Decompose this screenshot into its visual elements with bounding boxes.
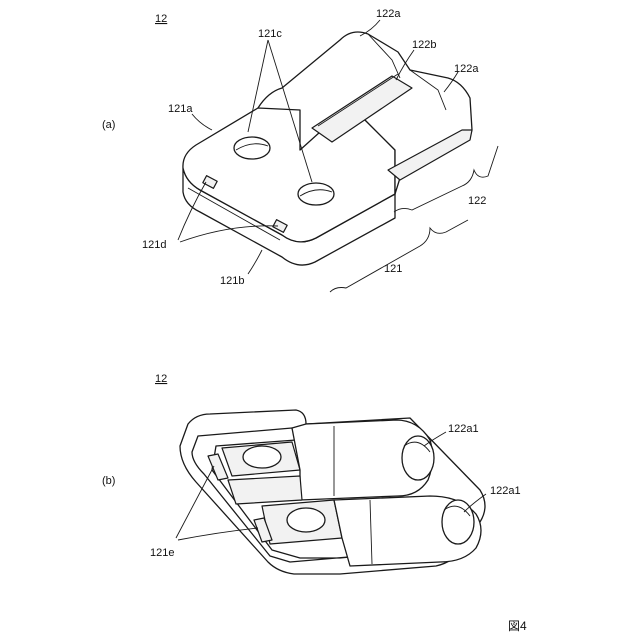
view-a: 12 (a) <box>102 8 498 292</box>
view-a-reference-12: 12 <box>155 13 167 25</box>
label-121c: 121c <box>258 28 282 40</box>
leader-121a <box>192 114 212 130</box>
label-122a-top: 122a <box>376 8 401 20</box>
label-121b: 121b <box>220 275 244 287</box>
label-121e: 121e <box>150 547 174 559</box>
view-b-panel-label: (b) <box>102 475 115 487</box>
hole-lower <box>287 508 325 532</box>
leader-121b <box>248 250 262 274</box>
view-b-reference-12: 12 <box>155 373 167 385</box>
label-121a: 121a <box>168 103 193 115</box>
label-122a1-bottom: 122a1 <box>490 485 521 497</box>
component-12-bottom-view <box>180 410 485 574</box>
label-122b: 122b <box>412 39 436 51</box>
hole-upper-left <box>243 446 281 468</box>
label-122a1-top: 122a1 <box>448 423 479 435</box>
label-122a-right: 122a <box>454 63 479 75</box>
label-121d: 121d <box>142 239 166 251</box>
figure-caption: 図4 <box>508 619 527 633</box>
component-12-top-view <box>183 32 472 265</box>
label-122: 122 <box>468 195 486 207</box>
middle-bar <box>228 476 302 504</box>
label-121: 121 <box>384 263 402 275</box>
view-a-panel-label: (a) <box>102 119 115 131</box>
view-b: 12 (b) <box>102 373 521 574</box>
